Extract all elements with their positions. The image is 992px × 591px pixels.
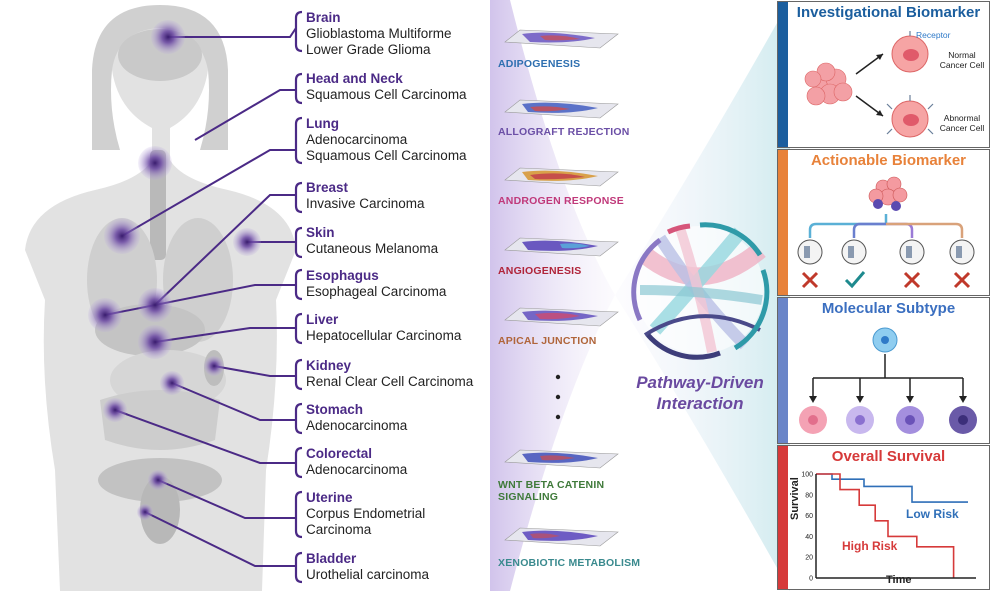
pathway-androgen-response: ANDROGEN RESPONSE — [498, 195, 624, 207]
panel-accent-bar — [778, 150, 788, 295]
organ-name: Bladder — [306, 551, 357, 566]
organ-head-neck: Head and Neck Squamous Cell Carcinoma — [306, 71, 467, 103]
organ-name: Lung — [306, 116, 339, 131]
survival-chart: 0 20 40 60 80 100 — [801, 472, 976, 583]
tumor-markers — [88, 20, 261, 520]
organ-colorectal: Colorectal Adenocarcinoma — [306, 446, 407, 478]
panel-accent-bar — [778, 446, 788, 589]
receptor-label: Receptor — [916, 30, 951, 40]
organ-desc: Lower Grade Glioma — [306, 42, 431, 57]
organ-desc: Squamous Cell Carcinoma — [306, 148, 467, 163]
organ-esophagus: Esophagus Esophageal Carcinoma — [306, 268, 446, 300]
series-line-low-risk — [816, 473, 968, 503]
pathway-driven-interaction-title: Pathway-Driven Interaction — [600, 372, 800, 414]
panel-title: Actionable Biomarker — [810, 152, 967, 169]
organ-desc: Adenocarcinoma — [306, 462, 408, 477]
panel-investigational-biomarker: Investigational Biomarker Receptor Norma… — [777, 1, 990, 148]
panel-title: Investigational Biomarker — [796, 4, 981, 21]
pathway-xenobiotic-metabolism: XENOBIOTIC METABOLISM — [498, 557, 641, 569]
organ-desc: Invasive Carcinoma — [306, 196, 425, 211]
organ-name: Colorectal — [306, 446, 373, 461]
label-line: Normal — [948, 50, 976, 60]
title-line-1: Pathway-Driven — [636, 373, 764, 392]
organ-desc: Adenocarcinoma — [306, 132, 408, 147]
label-line: Cancer Cell — [939, 123, 985, 133]
organ-name: Esophagus — [306, 268, 379, 283]
organ-liver: Liver Hepatocellular Carcinoma — [306, 312, 461, 344]
organ-name: Skin — [306, 225, 335, 240]
molecular-illustration — [799, 327, 977, 434]
abnormal-cancer-cell-label: Abnormal Cancer Cell — [938, 113, 986, 133]
pathway-adipogenesis: ADIPOGENESIS — [498, 58, 581, 70]
organ-brain: Brain Glioblastoma Multiforme Lower Grad… — [306, 10, 452, 58]
organ-name: Brain — [306, 10, 341, 25]
organ-lung: Lung Adenocarcinoma Squamous Cell Carcin… — [306, 116, 467, 164]
organ-name: Liver — [306, 312, 339, 327]
pathway-angiogenesis: ANGIOGENESIS — [498, 265, 582, 277]
series-line-high-risk — [816, 473, 955, 578]
series-label-high-risk: High Risk — [842, 539, 898, 553]
panel-title: Molecular Subtype — [821, 300, 956, 317]
y-tick-label: 80 — [805, 492, 813, 499]
pathway-heatmaps — [504, 29, 619, 547]
organ-desc: Esophageal Carcinoma — [306, 284, 447, 299]
y-tick-label: 0 — [809, 576, 813, 583]
panel-overall-survival: Overall Survival 0 20 40 60 80 100 Survival T… — [777, 445, 990, 590]
label-line: Abnormal — [943, 113, 981, 123]
organ-stomach: Stomach Adenocarcinoma — [306, 402, 407, 434]
pathway-apical-junction: APICAL JUNCTION — [498, 335, 597, 347]
organ-desc: Squamous Cell Carcinoma — [306, 87, 467, 102]
y-tick-label: 20 — [805, 555, 813, 562]
left-fan — [490, 0, 615, 591]
organ-name: Head and Neck — [306, 71, 403, 86]
organ-name: Uterine — [306, 490, 353, 505]
organ-desc: Hepatocellular Carcinoma — [306, 328, 462, 343]
pathway-allograft-rejection: ALLOGRAFT REJECTION — [498, 126, 630, 138]
organ-desc: Carcinoma — [306, 522, 372, 537]
y-tick-label: 40 — [805, 534, 813, 541]
organ-desc: Corpus Endometrial — [306, 506, 426, 521]
organ-kidney: Kidney Renal Clear Cell Carcinoma — [306, 358, 473, 390]
panel-accent-bar — [778, 298, 788, 443]
label-line: Cancer Cell — [939, 60, 985, 70]
organ-desc: Cutaneous Melanoma — [306, 241, 439, 256]
organ-desc: Urothelial carcinoma — [306, 567, 430, 582]
normal-cancer-cell-label: Normal Cancer Cell — [938, 50, 986, 70]
x-axis-label: Time — [886, 574, 912, 586]
organ-leader-lines — [104, 27, 297, 567]
organ-bladder: Bladder Urothelial carcinoma — [306, 551, 429, 583]
pathway-wnt-beta-catenin: WNT BETA CATENIN SIGNALING — [498, 479, 605, 503]
organ-name: Kidney — [306, 358, 352, 373]
panel-molecular-subtype: Molecular Subtype — [777, 297, 990, 444]
y-tick-label: 100 — [801, 472, 813, 479]
organ-name: Stomach — [306, 402, 364, 417]
chord-diagram — [631, 222, 770, 360]
y-axis-label: Survival — [789, 477, 801, 520]
chart-title: Overall Survival — [831, 448, 946, 465]
organ-uterine: Uterine Corpus Endometrial Carcinoma — [306, 490, 425, 538]
organ-brackets — [294, 10, 303, 584]
organ-desc: Adenocarcinoma — [306, 418, 408, 433]
more-pathways-dots — [555, 374, 561, 420]
organ-name: Breast — [306, 180, 349, 195]
title-line-2: Interaction — [656, 394, 744, 413]
organ-breast: Breast Invasive Carcinoma — [306, 180, 425, 212]
actionable-illustration — [797, 176, 975, 289]
organ-desc: Glioblastoma Multiforme — [306, 26, 452, 41]
investigational-illustration — [804, 31, 934, 138]
y-tick-label: 60 — [805, 513, 813, 520]
organ-skin: Skin Cutaneous Melanoma — [306, 225, 438, 257]
panel-accent-bar — [778, 2, 788, 147]
panel-actionable-biomarker: Actionable Biomarker — [777, 149, 990, 296]
organ-desc: Renal Clear Cell Carcinoma — [306, 374, 474, 389]
series-label-low-risk: Low Risk — [906, 507, 959, 521]
